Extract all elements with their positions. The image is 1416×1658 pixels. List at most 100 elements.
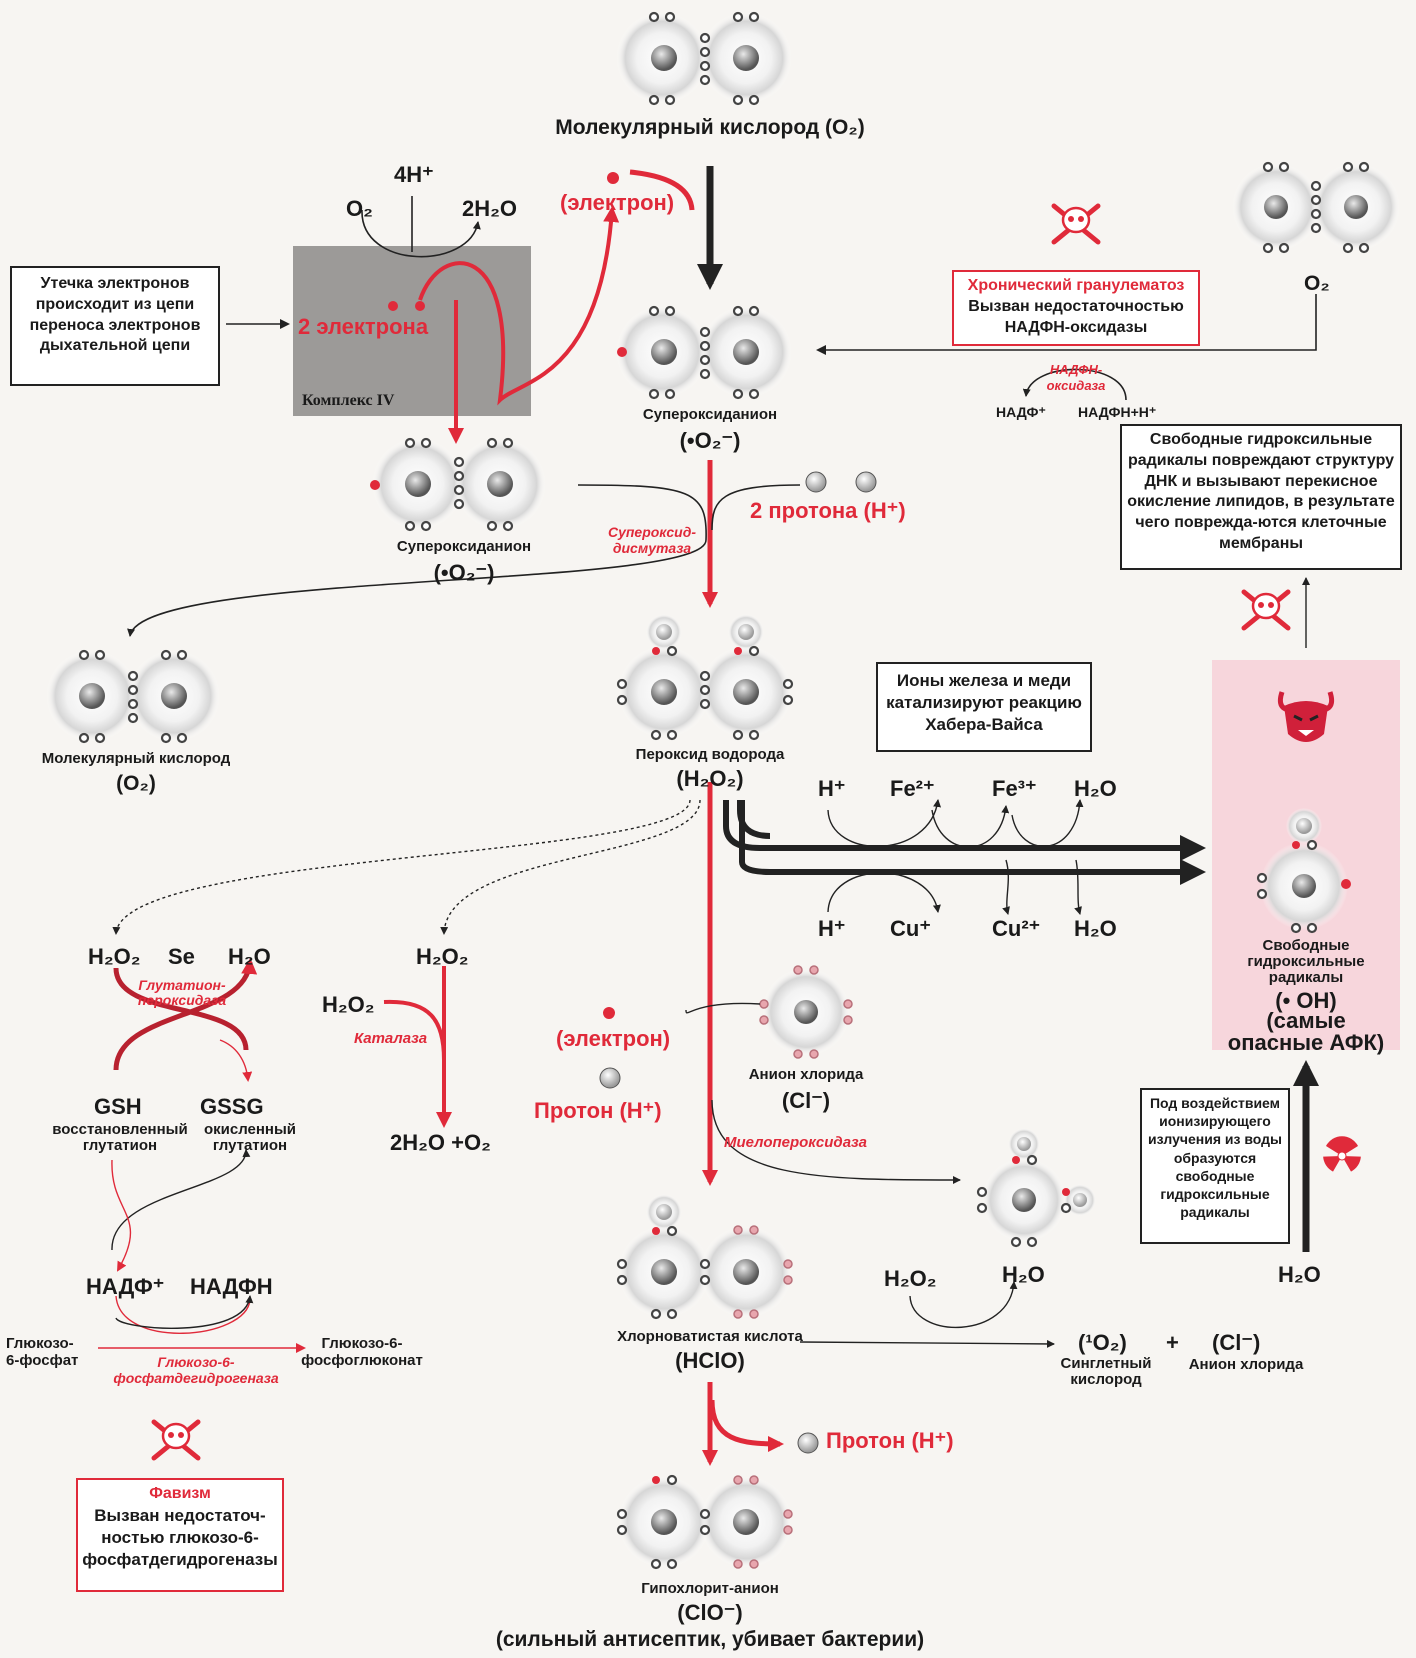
cat-product: 2H₂O +O₂: [390, 1130, 491, 1155]
damage-box: Свободные гидроксильные радикалы поврежд…: [1120, 424, 1402, 570]
devil-icon: [1277, 691, 1335, 742]
h2o2-formula: (H₂O₂): [676, 766, 744, 791]
hclo-label: Хлорноватистая кислота: [617, 1328, 803, 1345]
sod-label: Супероксид-дисмутаза: [607, 524, 697, 557]
gpx-se: Se: [168, 944, 195, 969]
hclo-formula: (HClO): [675, 1348, 745, 1373]
favism-body: Вызван недостаточ-ностью глюкозо-6-фосфа…: [82, 1505, 278, 1569]
o2-left-label: Молекулярный кислород: [41, 750, 231, 767]
h2o2-molecule: [616, 614, 794, 741]
singlet-cl-formula: (Cl⁻): [1212, 1330, 1261, 1355]
complex-iv-block: [293, 246, 531, 416]
o2-left-molecule: [46, 649, 220, 744]
fenton-bottom-3: H₂O: [1074, 916, 1117, 941]
gpx-h2o2: H₂O₂: [88, 944, 141, 969]
o2-right-label: O₂: [1304, 272, 1330, 295]
nadp-plus-label: НАДФ⁺: [996, 404, 1046, 420]
singlet-plus: +: [1166, 1330, 1179, 1355]
gpx-h2o: H₂O: [228, 944, 271, 969]
o2-top-molecule: [616, 11, 792, 106]
gpx-enzyme-label: Глутатион-пероксидаза: [137, 977, 227, 1009]
clo-note: (сильный антисептик, убивает бактерии): [495, 1628, 925, 1651]
clo-molecule: [616, 1474, 793, 1570]
cat-h2o2-top: H₂O₂: [416, 944, 469, 969]
proton-particle: [599, 1067, 621, 1089]
o2-right-molecule: [1232, 161, 1400, 254]
rad-h2o: H₂O: [1278, 1262, 1321, 1287]
electron-top-label: (электрон): [560, 190, 675, 215]
oh-radical-molecule: [1256, 808, 1351, 934]
complex-2h2o: 2H₂O: [462, 196, 518, 221]
skull-crossbones-icon: [1051, 203, 1101, 245]
g6p-label: Глюкозо-6-фосфат: [6, 1335, 79, 1369]
cl-anion-formula: (Cl⁻): [781, 1088, 831, 1113]
hclo-molecule: [616, 1194, 793, 1320]
proton-particle: [805, 471, 827, 493]
mpo-label: Миелопероксидаза: [724, 1134, 868, 1151]
electron-mid-label: (электрон): [556, 1026, 671, 1051]
fenton-top-1: Fe²⁺: [890, 776, 935, 801]
skull-crossbones-icon: [1241, 589, 1291, 631]
fenton-top-2: Fe³⁺: [992, 776, 1037, 801]
hclo-h2o: H₂O: [1002, 1262, 1045, 1287]
g6pg-label: Глюкозо-6-фосфоглюконат: [301, 1335, 423, 1369]
clo-label: Гипохлорит-анион: [641, 1580, 779, 1597]
nadph-oxidase-label: НАДФН-оксидаза: [1046, 362, 1106, 393]
nadph-h-label: НАДФН+H⁺: [1078, 404, 1157, 420]
leak-box: Утечка электронов происходит из цепи пер…: [10, 266, 220, 386]
cl-anion-label: Анион хлорида: [748, 1066, 864, 1083]
electron-particle: [607, 172, 619, 184]
cgd-title: Хронический гранулематоз: [967, 277, 1185, 294]
singlet-label: Синглетный кислород: [1060, 1355, 1152, 1388]
protons-2-label: 2 протона (H⁺): [750, 498, 906, 523]
catalase-label: Каталаза: [354, 1030, 428, 1047]
complex-4h: 4H⁺: [394, 162, 434, 187]
singlet-formula: (¹O₂): [1078, 1330, 1127, 1355]
proton-particle: [855, 471, 877, 493]
complex-iv-label: Комплекс IV: [302, 392, 395, 409]
g6pd-label: Глюкозо-6-фосфатдегидрогеназа: [113, 1354, 279, 1387]
singlet-cl-label: Анион хлорида: [1188, 1356, 1304, 1373]
o2-left-formula: (O₂): [116, 772, 156, 795]
nadp-label: НАДФ⁺: [86, 1274, 165, 1299]
superoxide-left-molecule: [370, 437, 546, 532]
haber-weiss-box: Ионы железа и меди катализируют реакцию …: [876, 662, 1092, 752]
cat-h2o2-left: H₂O₂: [322, 992, 375, 1017]
electron-curve: [629, 169, 695, 211]
fenton-top-0: H⁺: [818, 776, 846, 801]
clo-formula: (ClO⁻): [677, 1600, 743, 1625]
fenton-top-3: H₂O: [1074, 776, 1117, 801]
superoxide-center-formula: (•O₂⁻): [679, 428, 741, 453]
superoxide-left-formula: (•O₂⁻): [433, 560, 495, 585]
electron-particle: [603, 1007, 615, 1019]
proton-bottom-label: Протон (H⁺): [826, 1428, 954, 1453]
oh-radical-formula: (• OH): [1275, 988, 1337, 1013]
fenton-bottom-0: H⁺: [818, 916, 846, 941]
hclo-h2o2: H₂O₂: [884, 1266, 937, 1291]
superoxide-left-label: Супероксиданион: [396, 538, 532, 555]
complex-o2: O₂: [346, 196, 373, 221]
water-molecule: [976, 1128, 1096, 1248]
superoxide-center-molecule: [616, 305, 792, 400]
radiation-icon: [1323, 1136, 1361, 1172]
h2o2-label: Пероксид водорода: [635, 746, 785, 763]
cgd-box: Хронический гранулематоз Вызван недостат…: [952, 270, 1200, 346]
skull-crossbones-icon: [151, 1419, 201, 1461]
fenton-bottom-1: Cu⁺: [890, 916, 931, 941]
oh-radical-label: Свободные гидроксильные радикалы: [1247, 937, 1365, 986]
electron-particle: [415, 301, 425, 311]
radiation-box: Под воздействием ионизирующего излучения…: [1140, 1088, 1290, 1244]
cgd-body: Вызван недостаточностью НАДФН-оксидазы: [968, 297, 1184, 336]
chloride-anion-molecule: [759, 965, 853, 1059]
favism-box: Фавизм Вызван недостаточ-ностью глюкозо-…: [76, 1478, 284, 1592]
favism-title: Фавизм: [149, 1485, 211, 1502]
proton-mid-label: Протон (H⁺): [534, 1098, 662, 1123]
o2-top-label: Молекулярный кислород (O₂): [555, 116, 865, 139]
superoxide-center-label: Супероксиданион: [642, 406, 778, 423]
electron-leak-path: [418, 206, 620, 406]
